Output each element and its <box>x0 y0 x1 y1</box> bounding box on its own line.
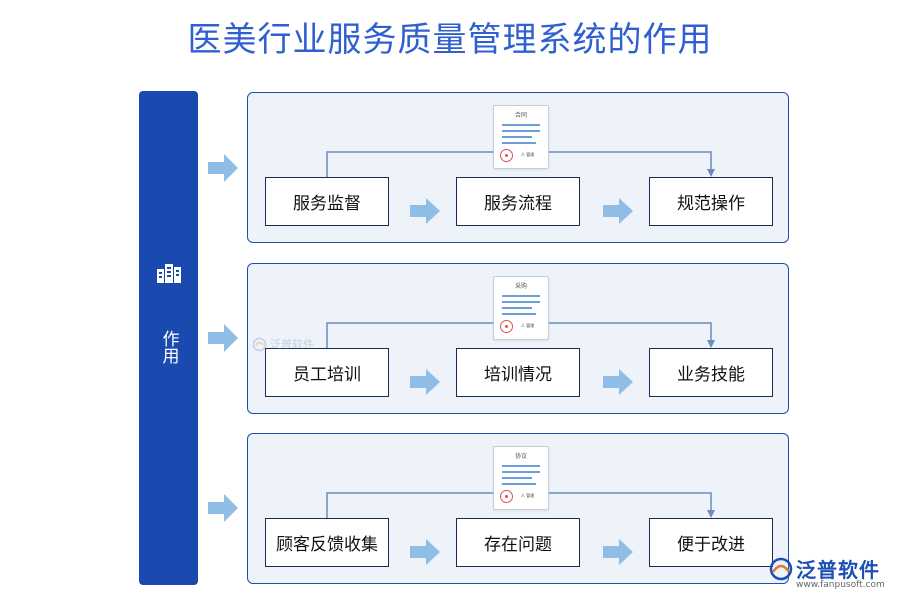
seal-icon <box>500 149 513 162</box>
step-box: 顾客反馈收集 <box>265 518 389 567</box>
right-arrow-icon <box>208 324 238 352</box>
document-icon: 协议 人 管理 <box>493 446 549 510</box>
flow-panel-1: 合同 人 管理 服务监督 服务流程 规范操作 <box>247 92 789 243</box>
document-title: 采购 <box>514 283 527 290</box>
document-icon: 合同 人 管理 <box>493 105 549 169</box>
right-arrow-icon <box>208 494 238 522</box>
building-icon <box>157 264 181 283</box>
document-title: 合同 <box>514 112 527 119</box>
logo-url: www.fanpusoft.com <box>796 580 885 590</box>
right-arrow-icon <box>410 198 440 224</box>
right-arrow-icon <box>603 198 633 224</box>
watermark: 泛普软件 <box>252 336 322 354</box>
step-box: 服务监督 <box>265 177 389 226</box>
page-title: 医美行业服务质量管理系统的作用 <box>187 20 713 60</box>
step-box: 员工培训 <box>265 348 389 397</box>
document-icon: 采购 人 管理 <box>493 276 549 340</box>
step-box: 规范操作 <box>649 177 773 226</box>
document-signature: 人 管理 <box>521 493 535 498</box>
logo-name: 泛普软件 <box>796 558 880 582</box>
brand-logo: 泛普软件 www.fanpusoft.com <box>768 554 894 594</box>
seal-icon <box>500 320 513 333</box>
right-arrow-icon <box>603 539 633 565</box>
step-box: 培训情况 <box>456 348 580 397</box>
flow-panel-2: 采购 人 管理 员工培训 培训情况 业务技能 <box>247 263 789 414</box>
right-arrow-icon <box>208 154 238 182</box>
watermark-text: 泛普软件 <box>270 338 314 351</box>
logo-mark-icon <box>769 557 793 581</box>
right-arrow-icon <box>603 369 633 395</box>
step-box: 服务流程 <box>456 177 580 226</box>
document-title: 协议 <box>514 453 527 460</box>
right-arrow-icon <box>410 369 440 395</box>
logo-mark-icon <box>252 337 267 352</box>
document-signature: 人 管理 <box>521 323 535 328</box>
right-arrow-icon <box>410 539 440 565</box>
seal-icon <box>500 490 513 503</box>
step-box: 存在问题 <box>456 518 580 567</box>
step-box: 业务技能 <box>649 348 773 397</box>
flow-panel-3: 协议 人 管理 顾客反馈收集 存在问题 便于改进 <box>247 433 789 584</box>
sidebar-label: 作用 <box>158 330 179 364</box>
step-box: 便于改进 <box>649 518 773 567</box>
sidebar-panel: 作用 <box>139 91 198 585</box>
document-signature: 人 管理 <box>521 152 535 157</box>
